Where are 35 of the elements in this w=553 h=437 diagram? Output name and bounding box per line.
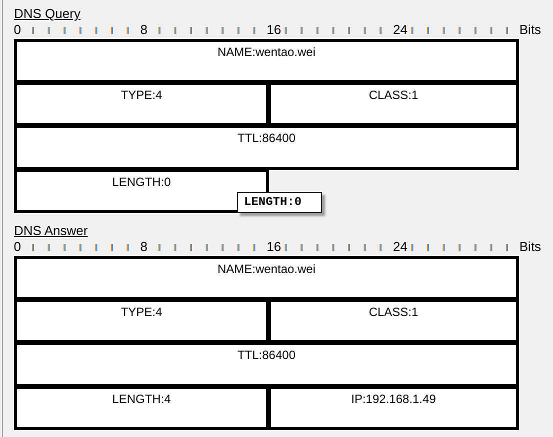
packet-field [268, 386, 519, 430]
field-text: TYPE:4 [120, 305, 162, 319]
packet-field [14, 342, 519, 387]
field-text: LENGTH:0 [112, 175, 171, 189]
ruler-number: 16 [266, 238, 282, 254]
tooltip-text: LENGTH:0 [244, 195, 302, 209]
field-text: NAME:wentao.wei [217, 45, 316, 59]
field-text: CLASS:1 [368, 305, 418, 319]
ruler-number: 24 [393, 238, 408, 254]
field-text: LENGTH:4 [112, 392, 171, 406]
unit-label: Bits [519, 22, 542, 36]
packet-field [14, 386, 269, 430]
packet-field [14, 39, 519, 83]
ruler-number: 0 [14, 238, 22, 254]
ruler-number: 0 [14, 22, 22, 36]
packet-field [268, 82, 519, 126]
packet-field [14, 299, 269, 343]
packet-field [14, 82, 269, 126]
section-heading: DNS Query [14, 6, 80, 21]
packet-field [268, 299, 519, 343]
field-text: TTL:86400 [237, 131, 296, 145]
ruler-number: 16 [266, 22, 282, 36]
tooltip [237, 192, 322, 213]
field-text: IP:192.168.1.49 [351, 392, 436, 406]
ruler-number: 24 [393, 22, 408, 36]
field-text: TYPE:4 [120, 88, 162, 102]
section-heading: DNS Answer [14, 223, 88, 238]
ruler-number: 8 [140, 238, 148, 254]
field-text: TTL:86400 [237, 348, 296, 362]
ruler-number: 8 [140, 22, 148, 36]
unit-label: Bits [519, 238, 542, 254]
packet-field [14, 256, 519, 300]
field-text: NAME:wentao.wei [217, 262, 316, 276]
field-text: CLASS:1 [368, 88, 418, 102]
packet-field [14, 125, 519, 170]
